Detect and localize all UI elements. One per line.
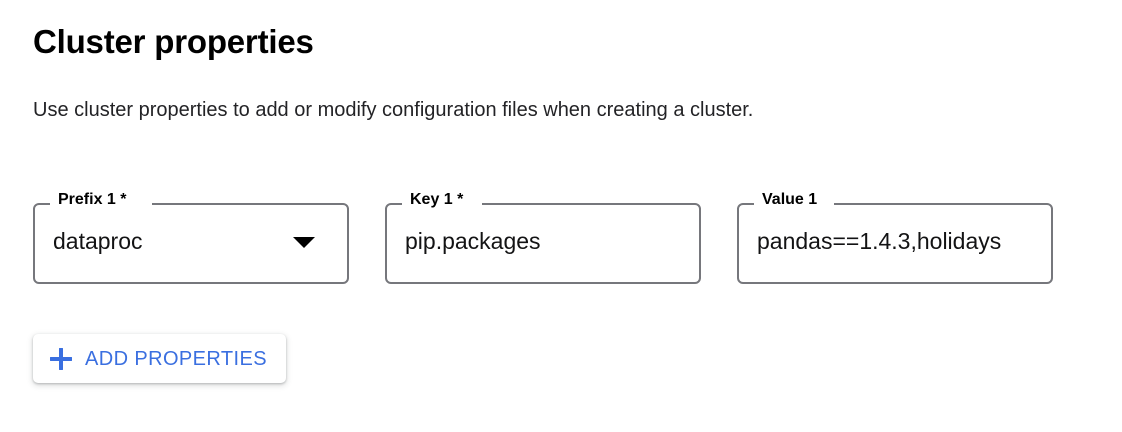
value-input-value[interactable]: pandas==1.4.3,holidays — [757, 228, 1002, 254]
value-field-label: Value 1 — [758, 190, 822, 210]
chevron-down-icon[interactable] — [293, 237, 315, 248]
add-properties-label: ADD PROPERTIES — [85, 347, 267, 370]
property-row: Prefix 1 * dataproc Key 1 * pip.packages… — [33, 190, 1053, 284]
key-text-field[interactable]: Key 1 * pip.packages — [385, 190, 701, 284]
page-title: Cluster properties — [33, 23, 314, 60]
add-properties-button[interactable]: ADD PROPERTIES — [33, 334, 286, 383]
key-input-value[interactable]: pip.packages — [405, 228, 541, 254]
plus-icon — [50, 347, 72, 370]
prefix-select-field[interactable]: Prefix 1 * dataproc — [33, 190, 349, 284]
page-description: Use cluster properties to add or modify … — [33, 99, 754, 121]
value-text-field[interactable]: Value 1 pandas==1.4.3,holidays — [737, 190, 1053, 284]
prefix-field-label: Prefix 1 * — [54, 190, 131, 210]
prefix-select-value[interactable]: dataproc — [53, 228, 143, 254]
key-field-label: Key 1 * — [406, 190, 468, 210]
